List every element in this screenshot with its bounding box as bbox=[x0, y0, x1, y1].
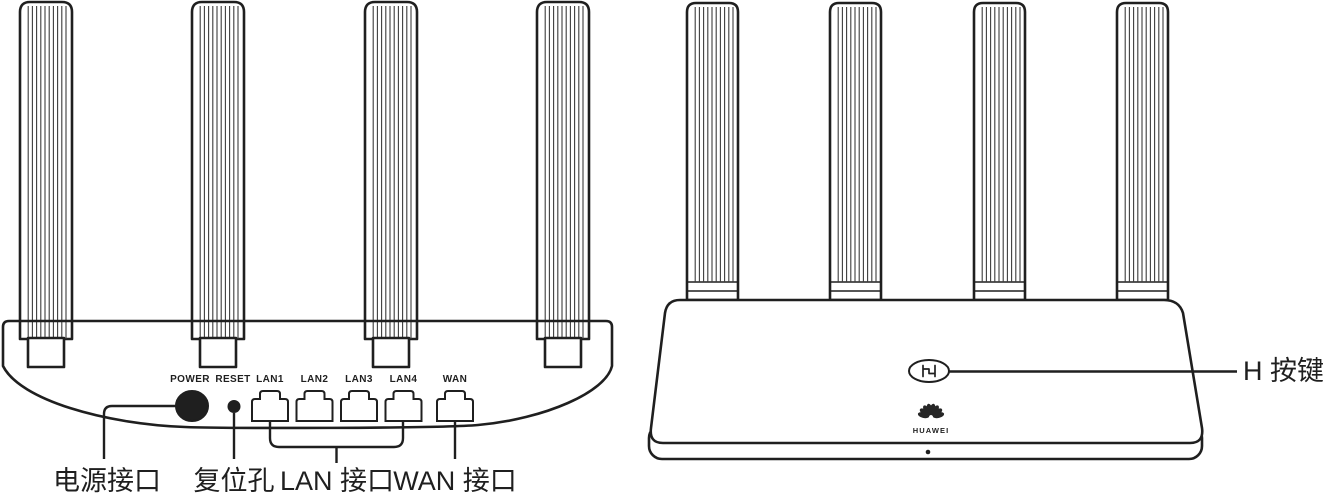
h-button-icon bbox=[922, 364, 936, 378]
wan-port-label: WAN bbox=[443, 374, 468, 385]
lan4-port bbox=[384, 390, 423, 422]
reset-port-label: RESET bbox=[215, 374, 250, 385]
antenna-icon bbox=[685, 1, 740, 302]
reset-callout-label: 复位孔 bbox=[194, 466, 275, 496]
reset-hole bbox=[227, 400, 241, 413]
lan3-port-label: LAN3 bbox=[345, 374, 373, 385]
lan-callout-label: LAN 接口 bbox=[280, 466, 394, 496]
antenna-icon bbox=[972, 1, 1027, 302]
antenna-icon bbox=[190, 0, 246, 341]
lan2-port bbox=[295, 390, 334, 422]
lan3-port bbox=[340, 390, 378, 422]
lan1-port bbox=[251, 390, 289, 422]
huawei-brand-text: HUAWEI bbox=[913, 426, 950, 435]
antenna-icon bbox=[363, 0, 419, 341]
back-view-diagram: POWER RESET LAN1 LAN2 LAN3 LAN4 WAN 电源接口… bbox=[1, 0, 614, 496]
router-back-body bbox=[1, 319, 614, 430]
power-leader-line bbox=[102, 404, 176, 459]
front-view-diagram: H 按键 HUAWEI bbox=[647, 1, 1323, 461]
power-connector bbox=[175, 390, 209, 422]
lan2-port-label: LAN2 bbox=[301, 374, 329, 385]
huawei-logo-icon: HUAWEI bbox=[913, 403, 950, 435]
router-front-body bbox=[649, 298, 1204, 445]
antenna-icon bbox=[18, 0, 74, 341]
indicator-dot bbox=[925, 449, 931, 455]
antenna-icon bbox=[535, 0, 591, 341]
power-callout-label: 电源接口 bbox=[53, 466, 161, 496]
wan-port bbox=[436, 390, 474, 422]
antenna-base bbox=[198, 336, 238, 369]
lan1-port-label: LAN1 bbox=[256, 374, 284, 385]
power-port-label: POWER bbox=[170, 374, 210, 385]
antenna-icon bbox=[1115, 1, 1170, 302]
antenna-base bbox=[371, 336, 411, 369]
antenna-base bbox=[26, 336, 66, 369]
antenna-icon bbox=[828, 1, 883, 302]
wan-callout-label: WAN 接口 bbox=[393, 466, 517, 496]
h-button-callout-label: H 按键 bbox=[1243, 356, 1323, 386]
lan4-port-label: LAN4 bbox=[390, 374, 418, 385]
antenna-base bbox=[543, 336, 583, 369]
